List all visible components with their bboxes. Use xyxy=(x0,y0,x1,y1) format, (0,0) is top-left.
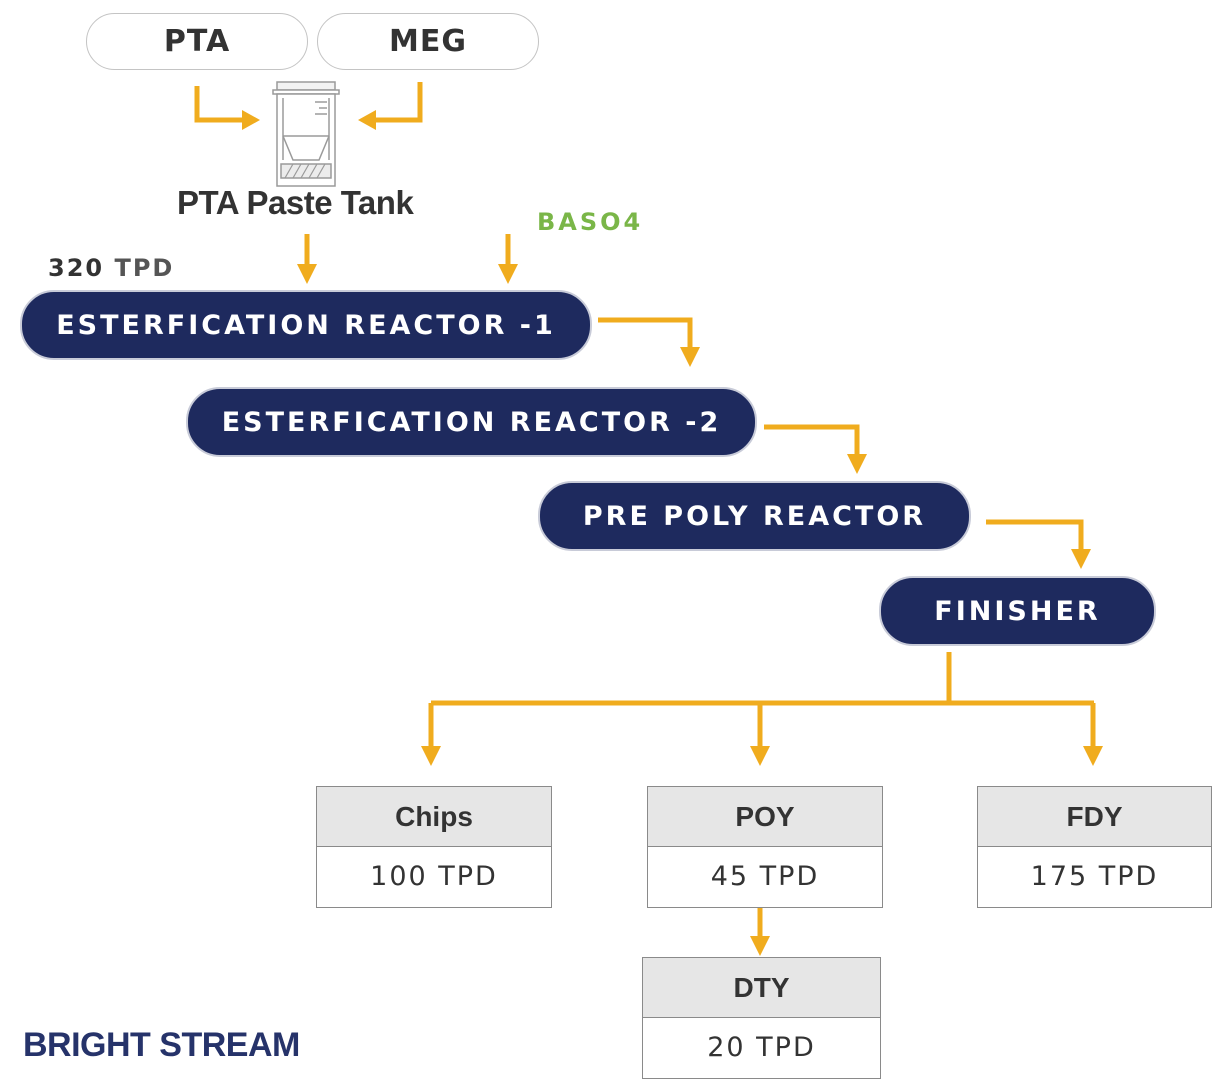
dty-name: DTY xyxy=(643,958,880,1018)
meg-label: MEG xyxy=(389,24,467,59)
er2-to-prepoly-arrow xyxy=(764,424,860,456)
meg-input: MEG xyxy=(317,13,539,70)
chips-name: Chips xyxy=(317,787,551,847)
fdy-value: 175 TPD xyxy=(1030,861,1159,892)
chips-box: Chips 100 TPD xyxy=(316,786,552,908)
prepoly-label: PRE POLY REACTOR xyxy=(582,500,927,532)
fdy-name: FDY xyxy=(978,787,1211,847)
prepoly-to-finisher-arrow xyxy=(986,519,1084,551)
finisher-label: FINISHER xyxy=(934,595,1101,627)
pta-to-tank-arrow xyxy=(194,86,243,123)
feed-rate-number: 320 xyxy=(48,254,105,282)
poy-box: POY 45 TPD xyxy=(647,786,883,908)
er2-label: ESTERFICATION REACTOR -2 xyxy=(221,406,722,438)
chips-value: 100 TPD xyxy=(370,861,498,892)
feed-rate-label: 320 TPD xyxy=(48,254,174,282)
pta-arrowhead xyxy=(242,110,260,130)
poy-value: 45 TPD xyxy=(710,861,820,892)
poy-name: POY xyxy=(648,787,882,847)
feed-rate-unit: TPD xyxy=(114,254,175,282)
additive-label: BASO4 xyxy=(537,208,644,236)
dty-box: DTY 20 TPD xyxy=(642,957,881,1079)
pta-label: PTA xyxy=(163,24,231,59)
pre-poly-reactor: PRE POLY REACTOR xyxy=(538,481,971,551)
meg-arrowhead xyxy=(358,110,376,130)
pta-input: PTA xyxy=(86,13,308,70)
tank-label: PTA Paste Tank xyxy=(177,184,414,221)
paste-tank-icon xyxy=(272,81,340,187)
finisher: FINISHER xyxy=(879,576,1156,646)
stream-title: BRIGHT STREAM xyxy=(23,1026,300,1064)
dty-value: 20 TPD xyxy=(707,1032,816,1063)
fdy-box: FDY 175 TPD xyxy=(977,786,1212,908)
er1-to-er2-arrow xyxy=(598,317,693,349)
meg-to-tank-arrow xyxy=(375,82,423,123)
esterification-reactor-2: ESTERFICATION REACTOR -2 xyxy=(186,387,757,457)
esterification-reactor-1: ESTERFICATION REACTOR -1 xyxy=(20,290,592,360)
er1-label: ESTERFICATION REACTOR -1 xyxy=(56,309,556,341)
